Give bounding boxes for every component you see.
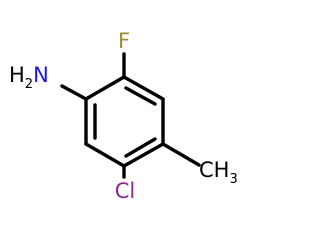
substituent-bonds — [60, 52, 201, 179]
double-bond-c2-c3 — [124, 86, 157, 106]
structure-diagram: F H2N CH3 Cl — [9, 29, 238, 203]
bond-c1-c2 — [84, 75, 126, 101]
bond-c4-methyl — [161, 142, 201, 167]
methyl-ch: CH — [199, 158, 229, 182]
amine-hydrogen: H — [9, 63, 25, 87]
methyl-subscript: 3 — [229, 172, 237, 187]
bond-c4-c5 — [122, 142, 165, 168]
double-bond-c4-c5 — [124, 137, 157, 158]
amine-subscript: 2 — [25, 77, 33, 92]
bond-c2-c3 — [122, 75, 165, 101]
amine-label: H2N — [9, 63, 49, 92]
amine-nitrogen: N — [33, 63, 49, 87]
ring-bonds — [84, 75, 165, 168]
methyl-label: CH3 — [199, 158, 238, 187]
double-bonds — [93, 86, 157, 158]
fluorine-label: F — [118, 29, 130, 53]
bond-c1-amine — [60, 84, 88, 101]
bond-c5-c6 — [84, 142, 126, 168]
chlorine-label: Cl — [115, 179, 136, 203]
